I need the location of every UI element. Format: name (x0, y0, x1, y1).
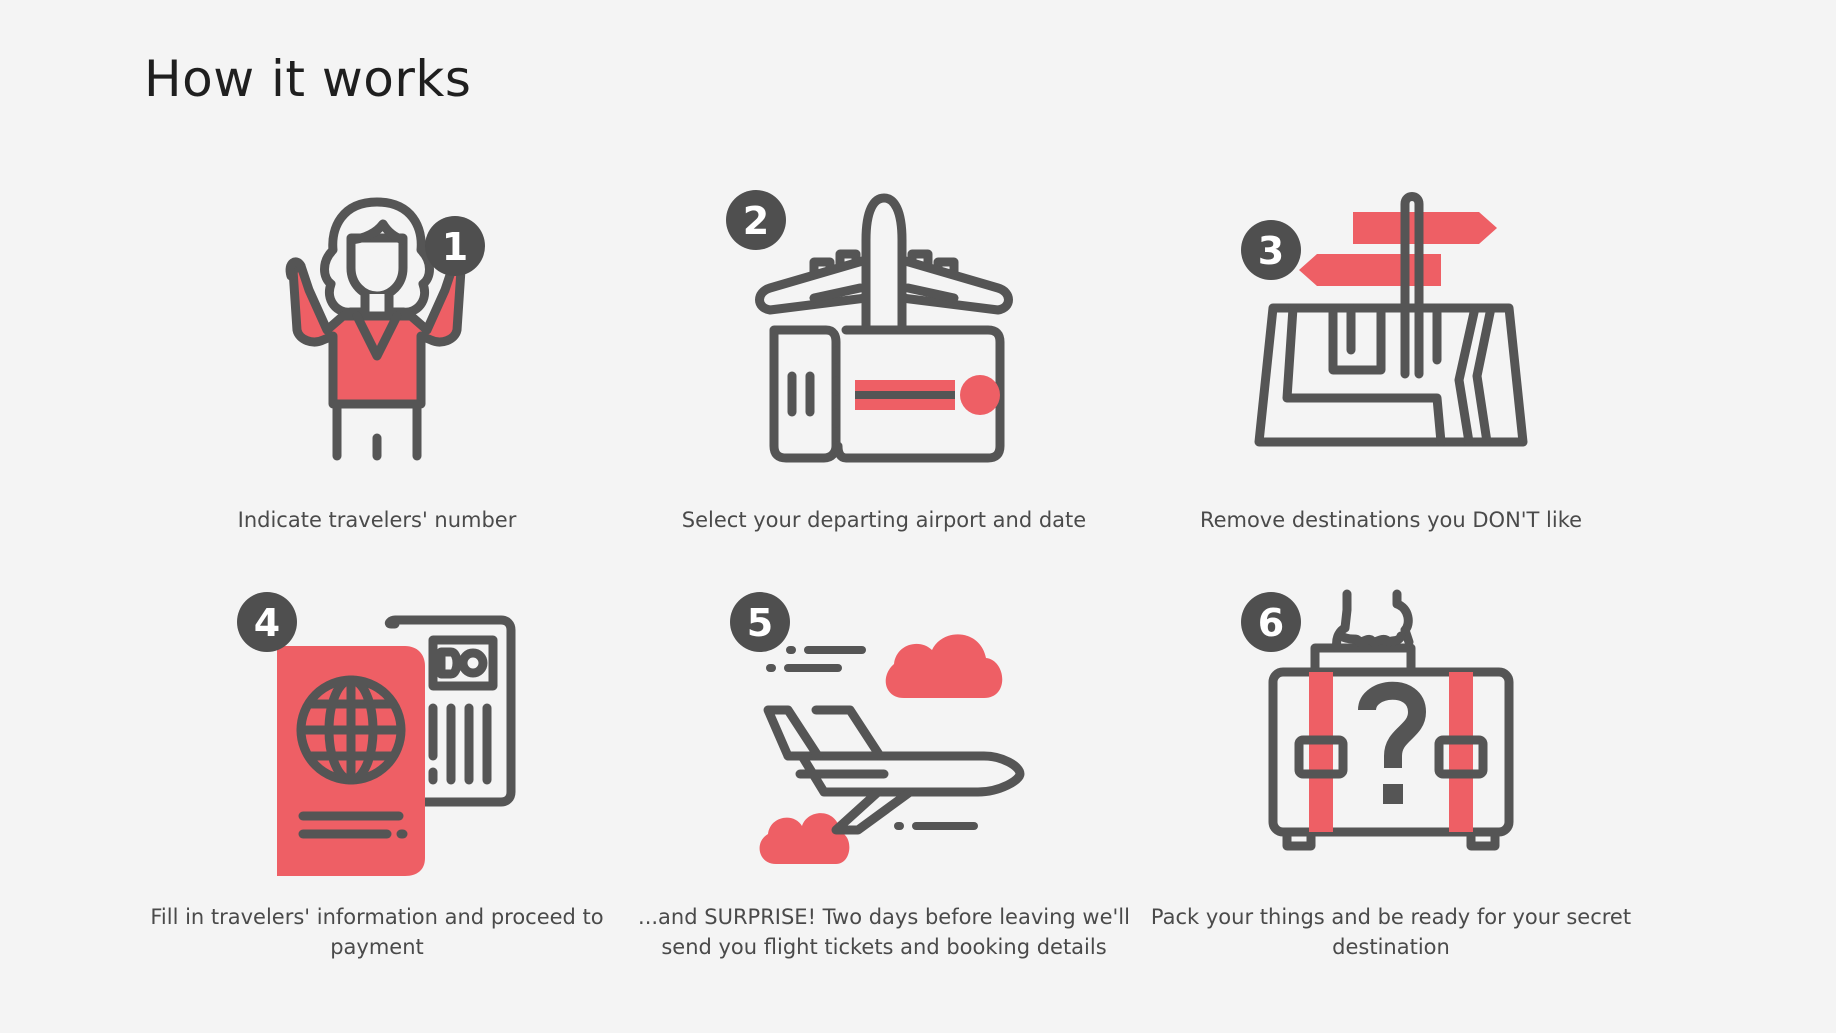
step-number-badge: 2 (743, 199, 769, 243)
passport-documents-icon: 4 (227, 580, 527, 880)
step-number-badge: 4 (254, 601, 280, 645)
step-caption: Select your departing airport and date (681, 508, 1087, 532)
flying-plane-clouds-icon: 5 (730, 580, 1034, 880)
step-caption: Fill in travelers' information and proce… (150, 905, 604, 959)
traveler-woman-icon: 1 (227, 180, 527, 480)
step-number-badge: 6 (1258, 601, 1284, 645)
step-caption: ...and SURPRISE! Two days before leaving… (638, 905, 1130, 959)
step-caption: Pack your things and be ready for your s… (1150, 905, 1632, 959)
step-number-badge: 1 (442, 225, 468, 269)
step-number-badge: 3 (1258, 229, 1284, 273)
map-signpost-icon: 3 (1241, 180, 1541, 480)
step-number-badge: 5 (747, 601, 773, 645)
page-title: How it works (144, 50, 472, 108)
airplane-ticket-icon: 2 (726, 180, 1034, 480)
mystery-suitcase-icon: 6 (1241, 580, 1541, 880)
step-caption: Indicate travelers' number (237, 508, 517, 532)
step-caption: Remove destinations you DON'T like (1199, 508, 1583, 532)
